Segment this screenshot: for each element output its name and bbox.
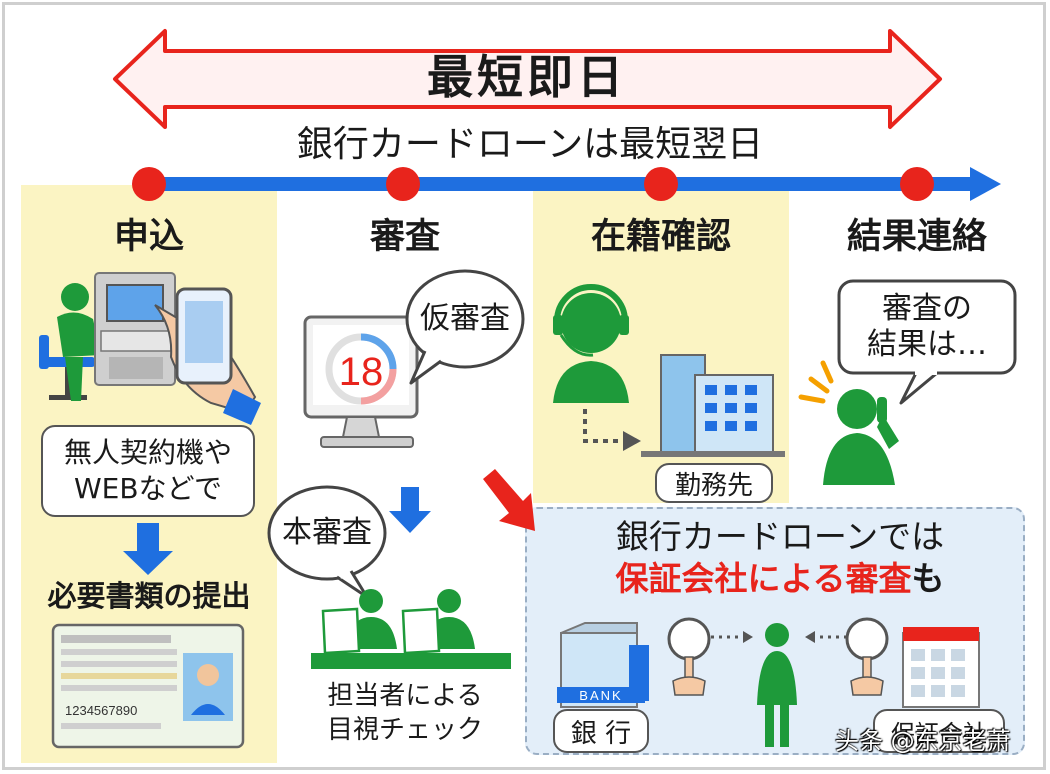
visual-check-line-1: 担当者による: [327, 681, 483, 711]
application-channels-box: 無人契約機や WEBなどで: [41, 425, 255, 517]
step-label-application: 申込: [113, 217, 184, 257]
duration-double-arrow: [113, 29, 942, 129]
timer-value: 18: [339, 350, 384, 394]
dotted-arrowhead: [623, 431, 641, 451]
bank-label: 銀 行: [553, 709, 649, 753]
watermark: 头条 @东京老萧: [835, 727, 1011, 755]
dotted-arrow-to-workplace: [583, 409, 625, 443]
id-card-number: 1234567890: [65, 703, 137, 718]
result-line-1: 審査の: [882, 291, 972, 326]
bank-loan-subtitle: 銀行カードローンは最短翌日: [296, 124, 764, 165]
magnifier-left-icon: [667, 617, 711, 696]
id-card-icon: 1234567890: [51, 623, 245, 749]
down-arrow-step-1: [123, 523, 173, 575]
full-review-label: 本審査: [282, 515, 372, 550]
channels-line-2: WEBなどで: [73, 472, 223, 505]
kiosk-machine-icon: [94, 272, 176, 386]
provisional-label: 仮審査: [420, 301, 510, 336]
red-diagonal-arrow: [483, 469, 535, 531]
office-building-icon: [641, 354, 785, 457]
result-line-2: 結果は…: [867, 327, 987, 362]
diagram-graphics: 1234567890 18: [39, 29, 1017, 749]
timeline: [132, 167, 1001, 201]
provisional-bubble: [405, 269, 525, 385]
visual-check-label: 担当者による 目視チェック: [305, 679, 505, 747]
result-bubble: [837, 279, 1017, 405]
guarantor-label: 保証会社: [873, 709, 1005, 753]
magnifier-right-icon: [845, 617, 889, 696]
reviewers-icon: [311, 589, 511, 669]
duration-title: 最短即日: [427, 50, 627, 104]
guarantor-highlight: 保証会社による審査: [615, 559, 912, 598]
timeline-dot-2: [386, 167, 420, 201]
step-label-screening: 審査: [369, 217, 440, 257]
documents-label: 必要書類の提出: [47, 579, 251, 613]
operator-headset-icon: [553, 284, 629, 403]
timeline-dot-4: [900, 167, 934, 201]
down-arrow-step-2: [389, 487, 431, 533]
bank-building-icon: BANK: [557, 622, 649, 708]
smartphone-hand-icon: [154, 287, 261, 425]
guarantor-heading: 銀行カードローンでは: [615, 517, 945, 556]
timeline-dot-3: [644, 167, 678, 201]
monitor-icon: 18: [303, 315, 419, 448]
workplace-label: 勤務先: [655, 463, 773, 503]
timeline-arrowhead: [970, 167, 1001, 201]
step-label-result: 結果連絡: [846, 217, 987, 257]
full-review-bubble: [267, 485, 387, 599]
bank-sign: BANK: [579, 688, 622, 703]
channels-line-1: 無人契約機や: [63, 436, 232, 469]
result-bubble-text: 審査の 結果は…: [841, 291, 1013, 363]
applicant-icon: [757, 623, 797, 747]
guarantor-suffix: も: [911, 559, 945, 598]
step-label-employment-check: 在籍確認: [590, 217, 731, 257]
guarantor-emphasis: 保証会社による審査も: [545, 557, 1015, 601]
phone-call-person-icon: [798, 360, 899, 485]
visual-check-line-2: 目視チェック: [326, 715, 483, 745]
guarantor-building-icon: [902, 627, 980, 708]
timeline-dot-1: [132, 167, 166, 201]
